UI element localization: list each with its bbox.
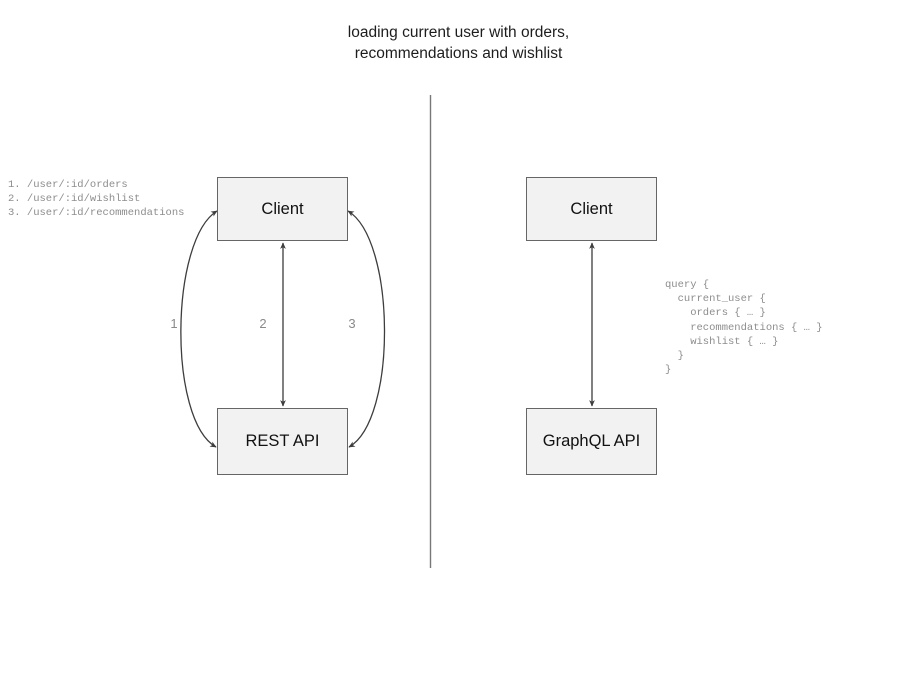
- edge-label-2: 2: [259, 316, 267, 331]
- edge-label-1: 1: [170, 316, 178, 331]
- edge-3-arc: [347, 210, 386, 448]
- node-rest-api[interactable]: REST API: [217, 408, 348, 475]
- node-client-graphql[interactable]: Client: [526, 177, 657, 241]
- node-client-rest[interactable]: Client: [217, 177, 348, 241]
- rest-endpoint-list: 1. /user/:id/orders 2. /user/:id/wishlis…: [8, 179, 185, 220]
- edge-1-arc: [180, 210, 218, 448]
- page-title: loading current user with orders, recomm…: [347, 24, 570, 62]
- edge-label-3: 3: [348, 316, 356, 331]
- graphql-query-block: query { current_user { orders { … } reco…: [665, 279, 823, 377]
- node-graphql-api[interactable]: GraphQL API: [526, 408, 657, 475]
